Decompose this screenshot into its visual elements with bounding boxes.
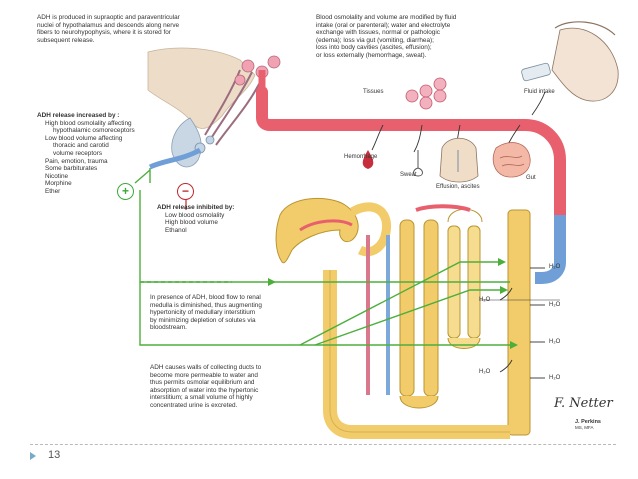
- artist-credit: J. Perkins MS, MFA: [575, 419, 601, 430]
- increased-item: Morphine: [45, 180, 72, 188]
- inhibited-item: High blood volume: [165, 219, 218, 227]
- artery-loop: [256, 86, 566, 221]
- torso-effusion: [439, 137, 479, 183]
- arrowhead-duct-3: [510, 341, 518, 349]
- collecting-duct-line: concentrated urine is excreted.: [150, 401, 238, 409]
- increased-item: Low blood volume affecting: [45, 134, 123, 142]
- collecting-duct-line: thus permits osmolar equilibrium and: [150, 379, 255, 387]
- face-drinking: [521, 21, 619, 102]
- h2o-label: H₂O: [549, 264, 561, 270]
- h2o-label: H₂O: [549, 375, 561, 381]
- medulla-line: by minimizing depletion of solutes via: [150, 316, 256, 324]
- medulla-note: In presence of ADH, blood flow to renal …: [150, 294, 315, 332]
- adh-inhibited-heading: ADH release inhibited by:: [157, 204, 235, 211]
- h2o-label: H₂O: [549, 339, 561, 345]
- collecting-duct-line: interstitium; a small volume of highly: [150, 394, 253, 402]
- tissues-label: Tissues: [363, 89, 384, 95]
- collecting-duct-note: ADH causes walls of collecting ducts to …: [150, 364, 320, 410]
- collecting-duct-line: ADH causes walls of collecting ducts to: [150, 364, 262, 371]
- increased-item: volume receptors: [53, 149, 103, 157]
- adh-origin-note: ADH is produced in supraoptic and parave…: [37, 14, 242, 44]
- hemorrhage-label: Hemorrhage: [344, 154, 378, 160]
- stimulation-plus-sign: +: [117, 183, 134, 200]
- hemorrhage-drop: [362, 150, 374, 169]
- adh-origin-line: ADH is produced in supraoptic and parave…: [37, 14, 180, 21]
- adh-origin-line: fibers to neurohypophysis, where it is s…: [37, 29, 171, 37]
- pituitary-vein: [148, 147, 202, 170]
- inhibited-item: Low blood osmolality: [165, 211, 225, 219]
- increased-item: High blood osmolality affecting: [45, 119, 132, 127]
- gut-label: Gut: [526, 175, 536, 181]
- medulla-line: In presence of ADH, blood flow to renal: [150, 294, 261, 301]
- osmolality-line: loss into body cavities (ascites, effusi…: [316, 44, 432, 52]
- sweat-gland: [413, 150, 423, 177]
- osmolality-line: (edema); loss via gut (vomiting, diarrhe…: [316, 36, 434, 44]
- collecting-duct-line: become more permeable to water and: [150, 371, 258, 379]
- netter-signature: F. Netter: [554, 396, 613, 411]
- medulla-line: bloodstream.: [150, 324, 187, 332]
- footer-divider: [30, 444, 616, 445]
- increased-item: Pain, emotion, trauma: [45, 157, 108, 165]
- increased-item: thoracic and carotid: [53, 142, 109, 150]
- adh-origin-line: nuclei of hypothalamus and descends alon…: [37, 21, 180, 29]
- increased-item: Some barbiturates: [45, 165, 98, 173]
- h2o-label: H₂O: [479, 369, 491, 375]
- inhibition-minus-sign: −: [177, 183, 194, 200]
- increased-item: Nicotine: [45, 172, 69, 180]
- effusion-label: Effusion, ascites: [436, 184, 480, 190]
- osmolality-line: intake (oral or parenteral); water and e…: [316, 21, 451, 29]
- adh-increased-heading: ADH release increased by :: [37, 112, 120, 119]
- gut-organ: [492, 142, 531, 178]
- sweat-label: Sweat: [400, 172, 417, 178]
- medulla-line: medulla is diminished, thus augmenting: [150, 301, 262, 309]
- fluid-intake-label: Fluid intake: [524, 89, 555, 95]
- collecting-duct-line: absorption of water into the hypertonic: [150, 386, 259, 394]
- increased-item: Ether: [45, 187, 61, 195]
- water-arrows: [499, 267, 545, 379]
- osmolality-line: or loss externally (hemorrhage, sweat).: [316, 51, 427, 59]
- footer-bullet-icon: [30, 452, 36, 460]
- arrowhead-duct-2: [500, 286, 508, 294]
- adh-inhibited-box: ADH release inhibited by: Low blood osmo…: [157, 204, 277, 234]
- osmolality-note: Blood osmolality and volume are modified…: [316, 14, 531, 60]
- osmolality-line: Blood osmolality and volume are modified…: [316, 14, 457, 21]
- stimulus-lines: [134, 168, 510, 346]
- tissue-cells: [405, 77, 447, 110]
- hypothalamus-pituitary: [147, 47, 281, 168]
- h2o-label: H₂O: [479, 297, 491, 303]
- arrowhead-duct-1: [498, 258, 506, 266]
- medulla-line: hypertonicity of medullary interstitium: [150, 309, 256, 317]
- h2o-label: H₂O: [549, 302, 561, 308]
- artist-name: J. Perkins: [575, 419, 601, 425]
- vein-return: [535, 215, 566, 284]
- arrowhead-medulla: [268, 278, 276, 286]
- adh-increased-box: ADH release increased by : High blood os…: [37, 112, 177, 196]
- increased-item: hypothalamic osmoreceptors: [53, 127, 135, 135]
- inhibited-item: Ethanol: [165, 226, 187, 234]
- page-number: 13: [48, 449, 61, 461]
- adh-origin-line: subsequent release.: [37, 36, 95, 44]
- artist-credential: MS, MFA: [575, 425, 594, 430]
- osmolality-line: exchange with tissues, normal or patholo…: [316, 29, 440, 37]
